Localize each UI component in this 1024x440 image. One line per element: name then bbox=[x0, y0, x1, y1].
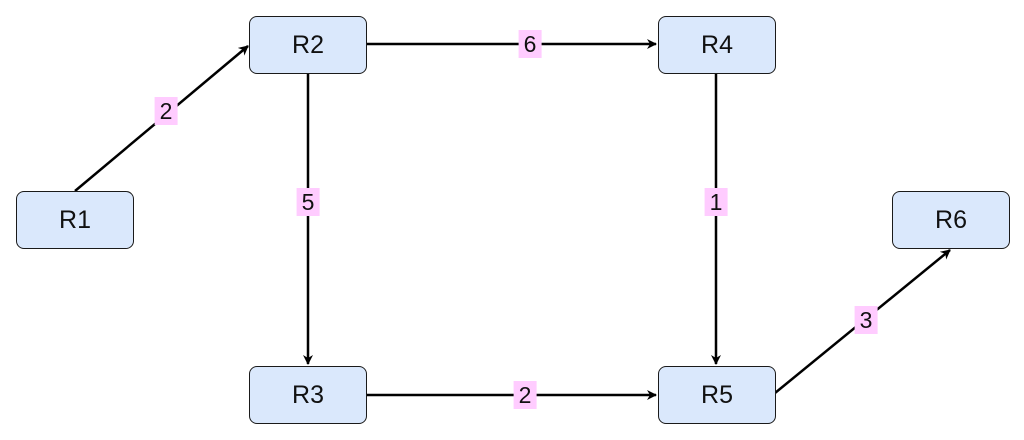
edge-weight-r1-r2: 2 bbox=[154, 97, 178, 125]
edge-weight-r2-r3: 5 bbox=[296, 188, 320, 216]
node-r3[interactable]: R3 bbox=[249, 366, 367, 424]
edge-weight-r3-r5: 2 bbox=[513, 381, 537, 409]
node-r6[interactable]: R6 bbox=[892, 191, 1010, 249]
node-r1[interactable]: R1 bbox=[16, 191, 134, 249]
edge-weight-r4-r5: 1 bbox=[704, 188, 728, 216]
edge-weight-r2-r4: 6 bbox=[518, 30, 542, 58]
node-r2[interactable]: R2 bbox=[249, 16, 367, 74]
edge-weight-r5-r6: 3 bbox=[854, 306, 878, 334]
node-r4[interactable]: R4 bbox=[658, 16, 776, 74]
node-r5[interactable]: R5 bbox=[658, 366, 776, 424]
